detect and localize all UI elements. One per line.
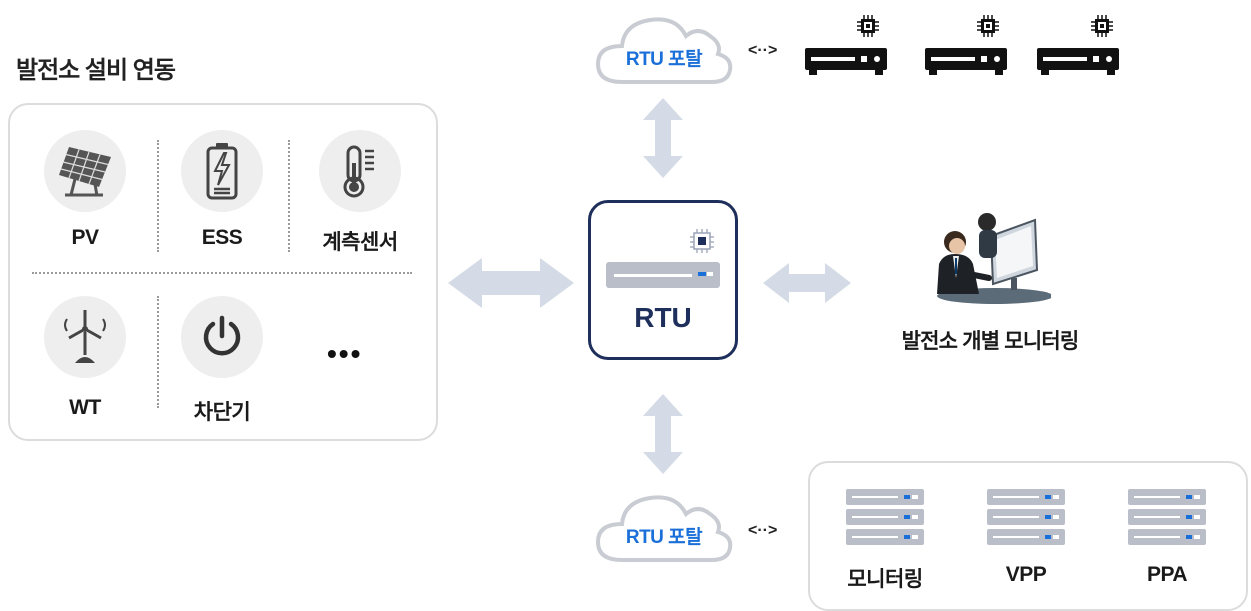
monitoring-label: 발전소 개별 모니터링 <box>901 330 1080 353</box>
double-arrow-left-rtu <box>448 258 574 308</box>
device-label-breaker: 차단기 <box>193 401 251 424</box>
double-arrow-portal-bottom <box>643 394 683 474</box>
chip-icon <box>977 15 999 37</box>
chip-icon <box>1091 15 1113 37</box>
cloud-icon-top <box>595 17 733 84</box>
battery-icon <box>181 130 263 212</box>
solar-panel-icon <box>44 130 126 212</box>
more-ellipsis: ••• <box>327 338 363 369</box>
cloud-icon-bottom <box>595 495 733 562</box>
server-label-monitoring: 모니터링 <box>847 568 923 591</box>
server-rack-icon <box>846 489 924 545</box>
device-label-ess: ESS <box>201 226 243 249</box>
device-label-wt: WT <box>69 396 101 419</box>
device-label-sensor: 계측센서 <box>322 231 398 254</box>
double-arrow-portal-top <box>643 98 683 178</box>
device-label-pv: PV <box>71 226 99 249</box>
vertical-divider <box>157 296 159 408</box>
chip-icon <box>857 15 879 37</box>
horizontal-divider <box>32 272 412 274</box>
section-title: 발전소 설비 연동 <box>16 57 176 84</box>
field-device-icon <box>925 48 1007 75</box>
thermometer-icon <box>319 130 401 212</box>
rtu-device-icon <box>606 262 720 288</box>
rtu-label: RTU <box>634 302 692 333</box>
power-icon <box>181 296 263 378</box>
vertical-divider <box>288 140 290 252</box>
field-device-icon <box>805 48 887 75</box>
server-label-vpp: VPP <box>1005 563 1047 586</box>
link-symbol-top: <··> <box>748 42 778 59</box>
server-label-ppa: PPA <box>1146 563 1188 586</box>
link-symbol-bottom: <··> <box>748 522 778 539</box>
server-rack-icon <box>1128 489 1206 545</box>
field-device-icon <box>1037 48 1119 75</box>
wind-turbine-icon <box>44 296 126 378</box>
double-arrow-rtu-monitoring <box>763 263 851 303</box>
server-rack-icon <box>987 489 1065 545</box>
portal-label-bottom: RTU 포탈 <box>625 527 703 548</box>
chip-icon <box>690 229 714 253</box>
vertical-divider <box>157 140 159 252</box>
portal-label-top: RTU 포탈 <box>625 49 703 70</box>
operators-monitoring-icon <box>937 213 1051 304</box>
